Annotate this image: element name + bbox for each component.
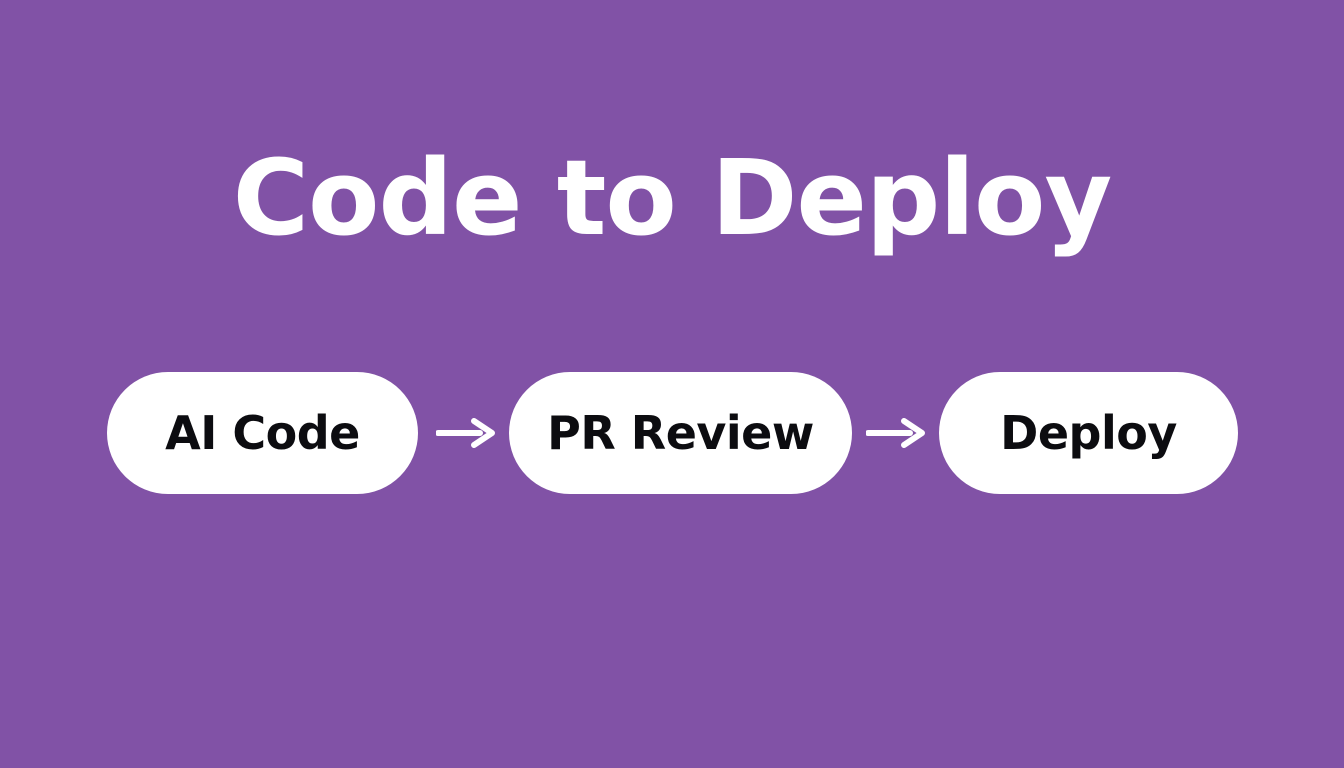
step-label: PR Review xyxy=(547,406,814,460)
step-node-deploy: Deploy xyxy=(939,372,1238,494)
arrow-right-icon xyxy=(436,418,495,448)
step-label: Deploy xyxy=(1000,406,1177,460)
step-node-ai-code: AI Code xyxy=(107,372,418,494)
step-node-pr-review: PR Review xyxy=(509,372,852,494)
arrow-right-icon xyxy=(866,418,925,448)
process-flow: AI Code PR Review Deploy xyxy=(0,372,1344,494)
step-label: AI Code xyxy=(165,406,360,460)
diagram-title: Code to Deploy xyxy=(232,137,1113,259)
